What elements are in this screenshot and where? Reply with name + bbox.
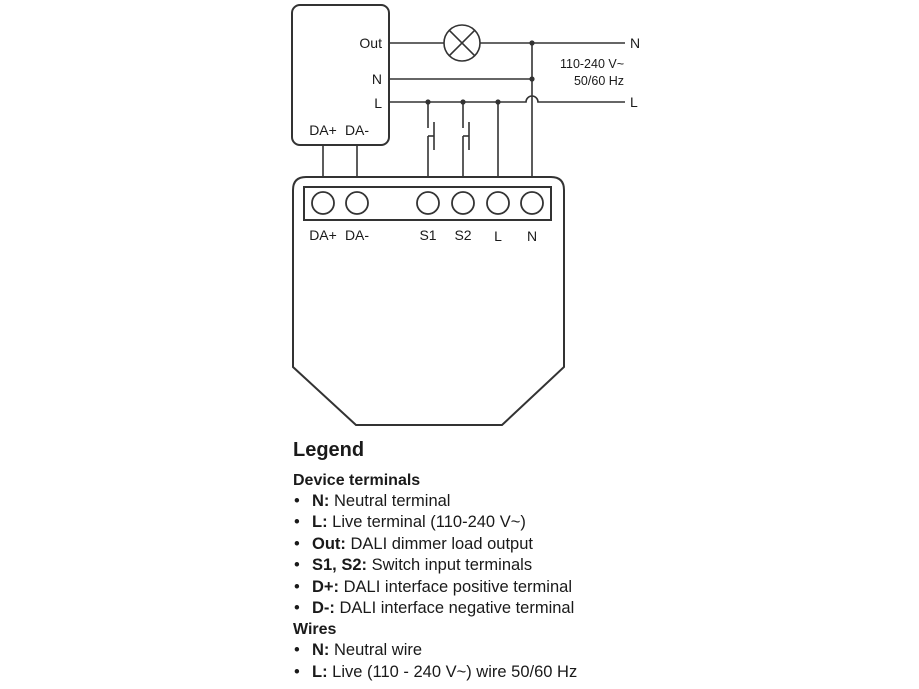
legend-item: D+: DALI interface positive terminal — [293, 577, 893, 599]
legend-item-key: D+: — [312, 577, 340, 596]
terminal-n — [520, 191, 544, 215]
legend-item-text: Live terminal (110-240 V~) — [327, 513, 526, 532]
device-body — [292, 176, 565, 426]
legend-section-device-terminals: Device terminals N: Neutral terminal L: … — [293, 470, 893, 620]
terminal-da-minus — [345, 191, 369, 215]
legend-item-text: Switch input terminals — [367, 556, 533, 575]
legend-item-key: D-: — [312, 599, 335, 618]
legend-list: N: Neutral wire L: Live (110 - 240 V~) w… — [293, 640, 893, 683]
device-terminal-label: S1 — [419, 227, 436, 243]
legend-item-key: N: — [312, 641, 330, 660]
wiring-diagram: Out N L DA+ DA- N 110-240 V~ 50/60 Hz L — [291, 4, 640, 426]
supply-n-label: N — [630, 35, 640, 51]
legend-item: L: Live terminal (110-240 V~) — [293, 512, 893, 534]
dali-da-minus-label: DA- — [345, 122, 369, 138]
legend-item: N: Neutral terminal — [293, 491, 893, 513]
push-switch-icon — [427, 102, 435, 189]
legend-item-text: Neutral terminal — [329, 492, 451, 510]
legend-item-text: DALI interface positive terminal — [339, 577, 572, 596]
device-terminal-label: DA+ — [309, 227, 337, 243]
device-terminal-label: DA- — [345, 227, 369, 243]
push-switch-icon — [462, 102, 470, 189]
dali-out-label: Out — [359, 35, 382, 51]
legend-item-key: L: — [312, 513, 328, 532]
legend-item-text: DALI interface negative terminal — [334, 599, 575, 618]
legend-title: Legend — [293, 439, 365, 461]
dali-dimmer-box — [291, 4, 390, 146]
device-terminal-label: S2 — [454, 227, 471, 243]
device-terminal-label: N — [527, 228, 537, 244]
supply-l-label: L — [630, 94, 638, 110]
terminal-s1 — [416, 191, 440, 215]
legend-item-key: S1, S2: — [312, 556, 368, 575]
terminal-da-plus — [311, 191, 335, 215]
legend-item-text: Neutral wire — [329, 641, 423, 660]
live-supply-wire — [389, 95, 625, 103]
legend-item-text: Live (110 - 240 V~) wire 50/60 Hz — [327, 662, 578, 681]
legend-list: N: Neutral terminal L: Live terminal (11… — [293, 491, 893, 620]
legend-section-title: Wires — [293, 621, 337, 639]
supply-frequency-label: 50/60 Hz — [574, 74, 624, 88]
device-terminal-label: L — [494, 228, 502, 244]
terminal-l — [486, 191, 510, 215]
legend-item: Out: DALI dimmer load output — [293, 534, 893, 556]
legend-item: D-: DALI interface negative terminal — [293, 598, 893, 620]
legend-item-text: DALI dimmer load output — [345, 534, 533, 553]
lamp-icon — [443, 24, 481, 62]
legend-section-title: Device terminals — [293, 472, 421, 489]
legend-item-key: L: — [312, 662, 328, 681]
legend: Legend Device terminals N: Neutral termi… — [293, 438, 893, 684]
legend-item: S1, S2: Switch input terminals — [293, 555, 893, 577]
supply-voltage-label: 110-240 V~ — [560, 57, 624, 71]
legend-section-wires: Wires N: Neutral wire L: Live (110 - 240… — [293, 619, 893, 683]
legend-item: L: Live (110 - 240 V~) wire 50/60 Hz — [293, 662, 893, 684]
legend-item-key: N: — [312, 492, 330, 510]
terminal-s2 — [451, 191, 475, 215]
legend-item: N: Neutral wire — [293, 640, 893, 662]
legend-item-key: Out: — [312, 534, 346, 553]
dali-n-label: N — [372, 71, 382, 87]
dali-l-label: L — [374, 95, 382, 111]
dali-da-plus-label: DA+ — [309, 122, 337, 138]
